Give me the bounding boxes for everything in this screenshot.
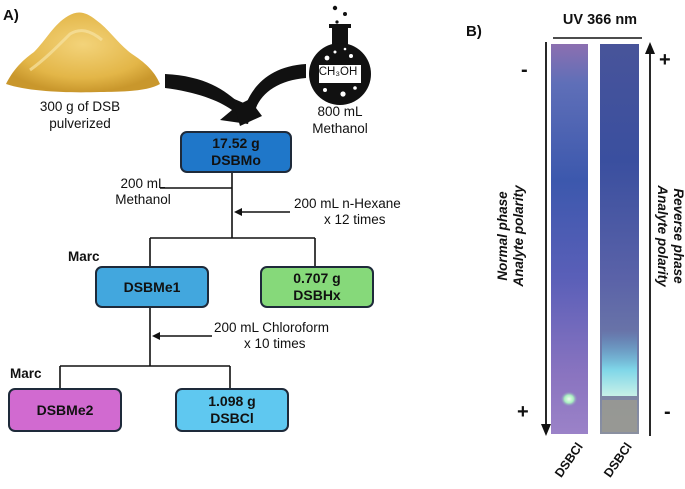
dsb-label-line1: 300 g of DSB bbox=[39, 99, 121, 114]
right-top-sign: + bbox=[659, 49, 671, 71]
left-bottom-sign: + bbox=[517, 401, 529, 423]
dsbmo-name: DSBMo bbox=[211, 152, 261, 168]
normal-phase-line1: Normal phase bbox=[495, 191, 510, 281]
marc-label-1: Marc bbox=[68, 249, 100, 264]
normal-phase-line2: Analyte polarity bbox=[511, 185, 526, 287]
tlc-strip-normal-phase bbox=[551, 44, 588, 434]
methanol-flask-icon bbox=[309, 5, 371, 105]
step1-left-line2: Methanol bbox=[115, 192, 171, 207]
dsbmo-box: 17.52 g DSBMo bbox=[180, 131, 292, 173]
dsbcl-mass: 1.098 g bbox=[208, 393, 256, 409]
normal-phase-label: Normal phase Analyte polarity bbox=[495, 116, 527, 356]
methanol-label-line2: Methanol bbox=[312, 121, 368, 136]
dsbme2-box: DSBMe2 bbox=[8, 388, 122, 432]
flask-formula: CH₃OH bbox=[318, 66, 358, 78]
step1-left-line1: 200 mL bbox=[120, 176, 166, 191]
step2-line1: 200 mL Chloroform bbox=[214, 320, 330, 335]
uv-title: UV 366 nm bbox=[562, 12, 638, 28]
left-curved-arrow bbox=[165, 74, 256, 124]
tlc-spot-reverse bbox=[602, 330, 637, 396]
tlc-spot-normal bbox=[560, 391, 578, 407]
left-top-sign: - bbox=[521, 59, 528, 81]
marc-label-2: Marc bbox=[10, 366, 42, 381]
dsbhx-name: DSBHx bbox=[293, 287, 341, 303]
dsbme1-name: DSBMe1 bbox=[123, 278, 181, 295]
dsbme1-box: DSBMe1 bbox=[95, 266, 209, 308]
reverse-phase-line1: Reverse phase bbox=[671, 188, 685, 284]
dsbcl-box: 1.098 g DSBCl bbox=[175, 388, 289, 432]
dsbmo-mass: 17.52 g bbox=[212, 135, 260, 151]
right-bottom-sign: - bbox=[664, 401, 671, 423]
methanol-label-line1: 800 mL bbox=[317, 104, 363, 119]
dsbhx-box: 0.707 g DSBHx bbox=[260, 266, 374, 308]
dsbhx-mass: 0.707 g bbox=[293, 270, 341, 286]
step1-right-line2: x 12 times bbox=[324, 212, 386, 227]
dsb-label-line2: pulverized bbox=[49, 116, 111, 131]
right-curved-arrow bbox=[232, 64, 306, 126]
panel-b-letter: B) bbox=[466, 23, 482, 40]
dsbme2-name: DSBMe2 bbox=[36, 401, 94, 418]
reverse-phase-line2: Analyte polarity bbox=[655, 185, 670, 287]
dsbcl-name: DSBCl bbox=[210, 410, 254, 426]
step2-line2: x 10 times bbox=[244, 336, 306, 351]
step1-right-line1: 200 mL n-Hexane bbox=[294, 196, 401, 211]
reverse-phase-label: Reverse phase Analyte polarity bbox=[654, 116, 685, 356]
